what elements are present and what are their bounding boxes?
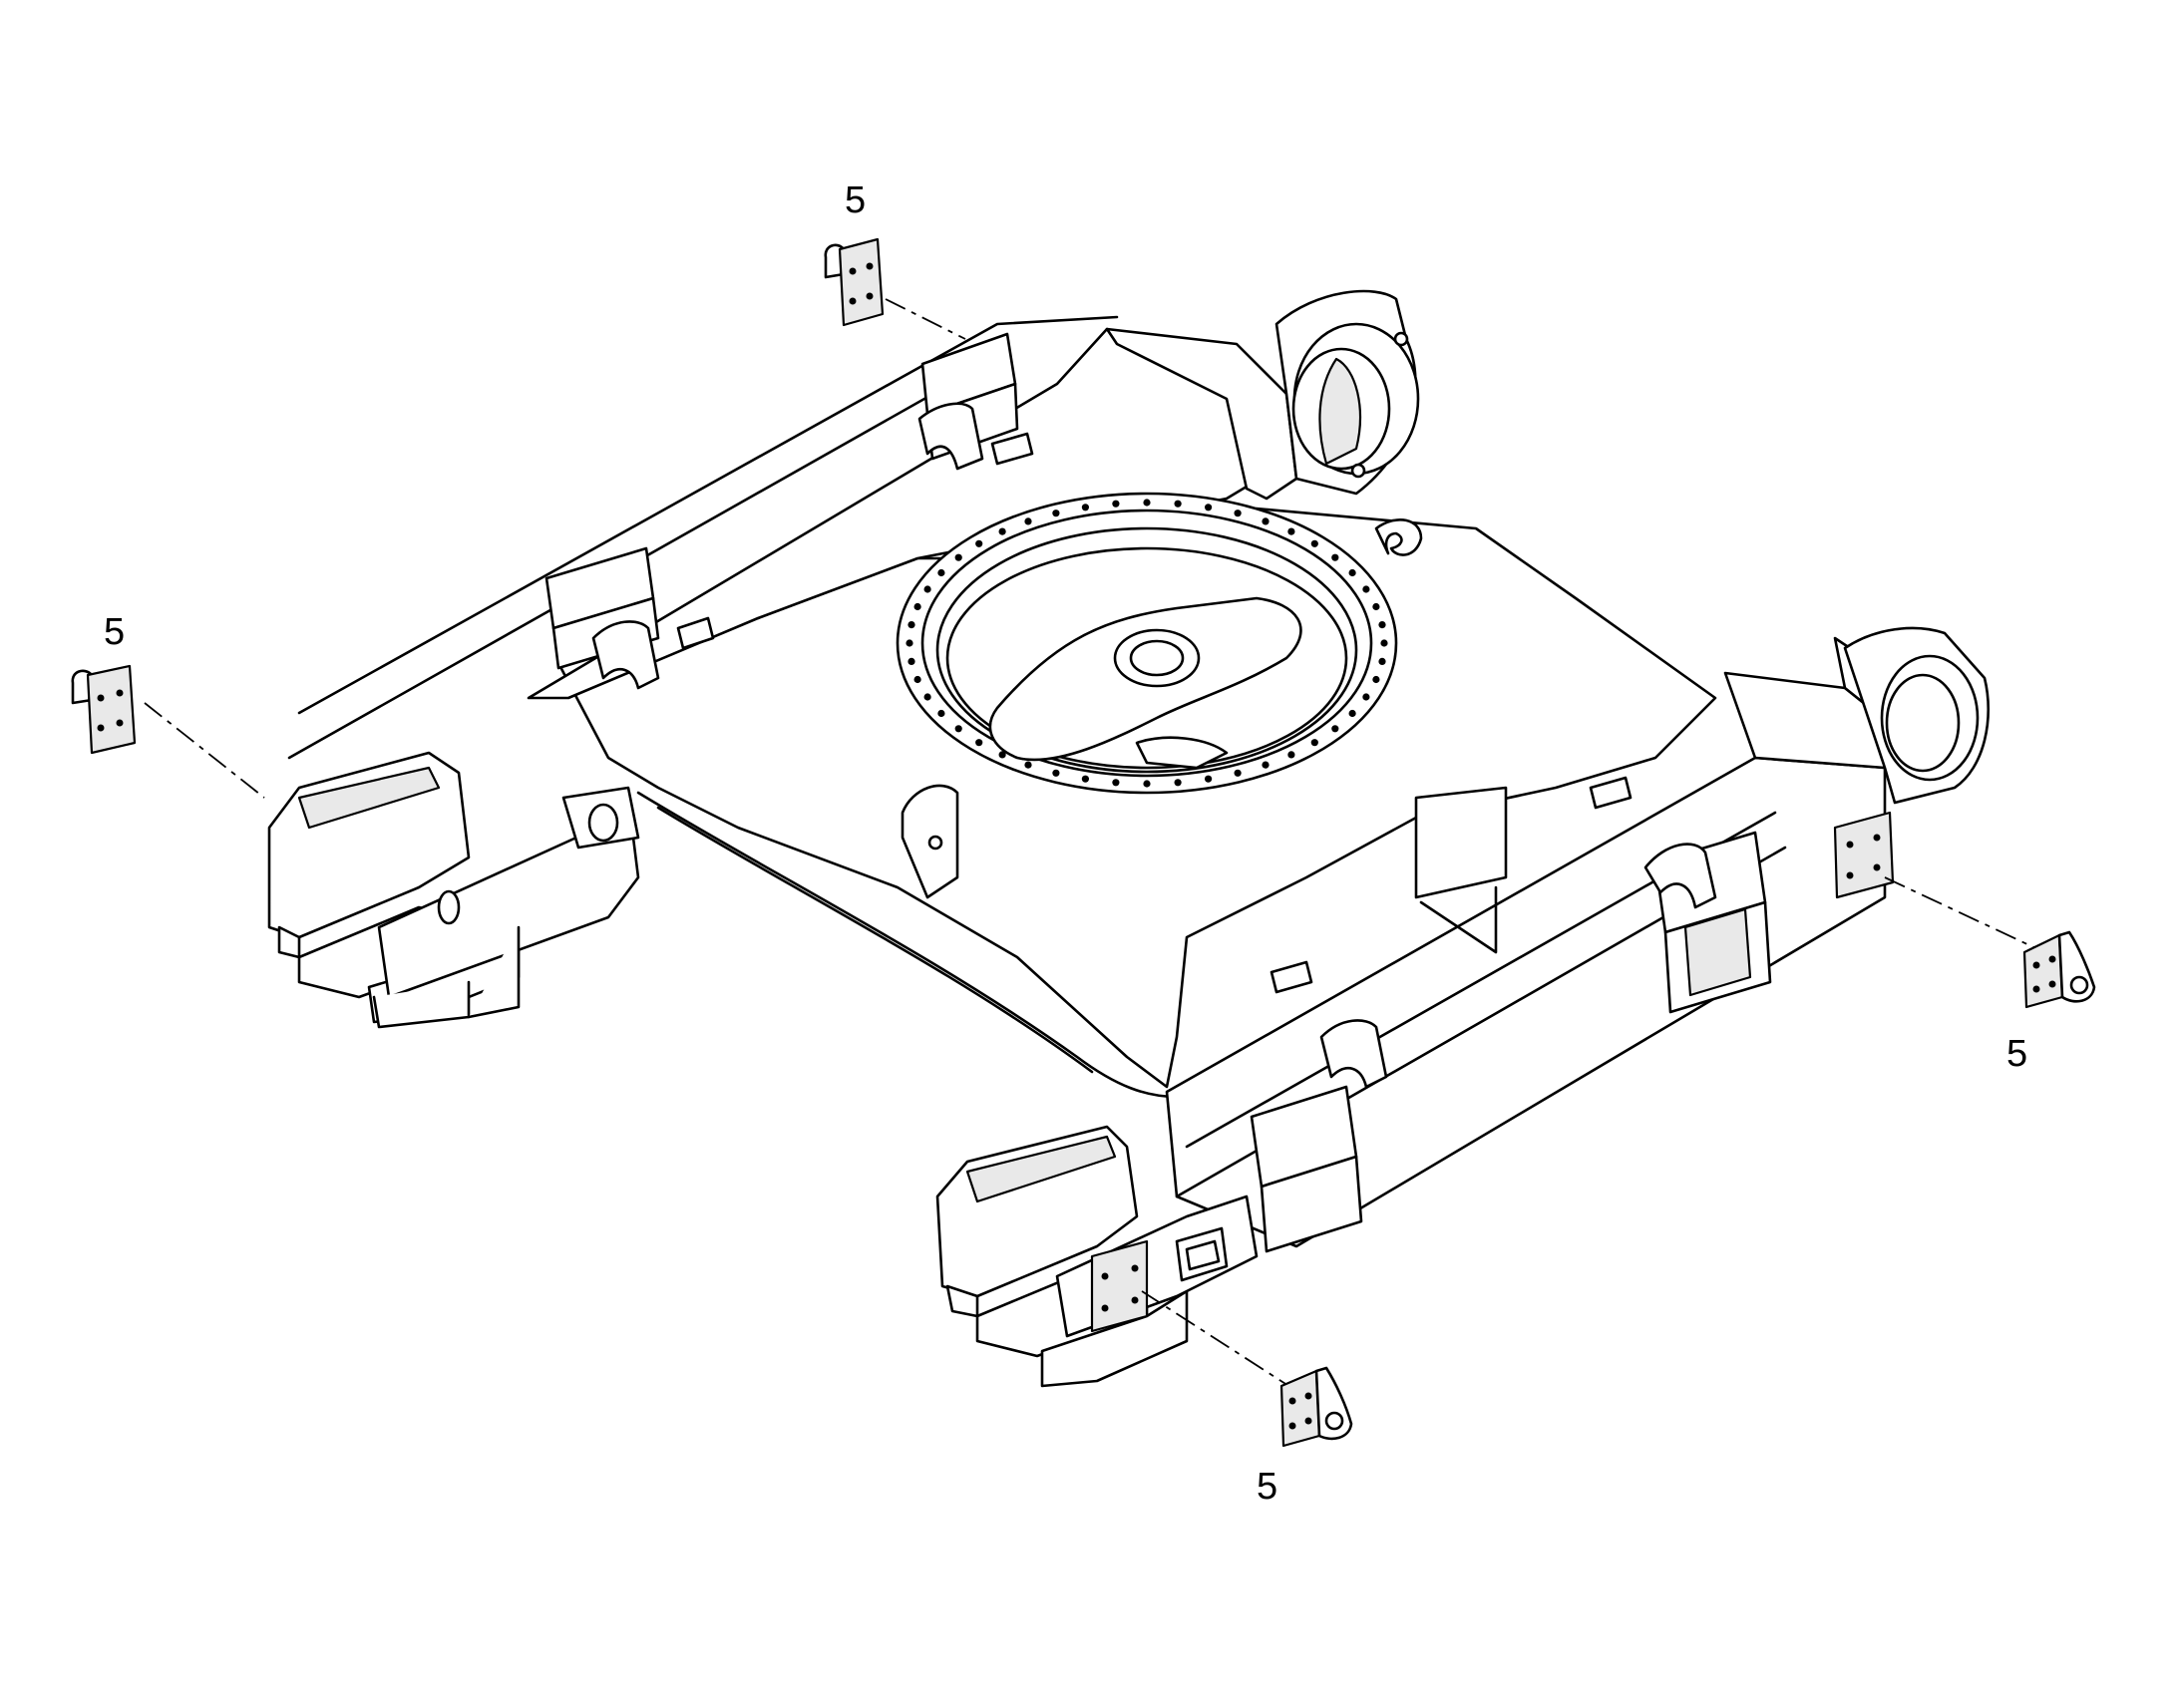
ring-bolt-hole xyxy=(923,585,931,593)
ring-bolt-hole xyxy=(1234,769,1242,777)
right-beam-mounting-plate xyxy=(1833,811,1895,899)
ring-bolt-hole xyxy=(1362,585,1370,593)
ring-bolt-hole xyxy=(1287,751,1295,759)
ring-bolt-hole xyxy=(1143,780,1151,788)
ring-bolt-hole xyxy=(937,568,945,577)
ring-bolt-hole xyxy=(1310,739,1318,747)
ring-bolt-hole xyxy=(1348,709,1356,718)
ring-bolt-holes xyxy=(906,499,1388,788)
callout-label-bottom: 5 xyxy=(1257,1466,1278,1508)
ring-bolt-hole xyxy=(906,639,913,647)
left-track-frame-end xyxy=(267,751,640,1029)
ring-bolt-hole xyxy=(1205,775,1213,783)
ring-bolt-hole xyxy=(1348,568,1356,577)
ring-bolt-hole xyxy=(1081,775,1089,783)
leader-lines xyxy=(144,298,2045,1392)
ring-bolt-hole xyxy=(954,725,962,733)
ring-bolt-hole xyxy=(1310,539,1318,547)
ring-bolt-hole xyxy=(1052,510,1060,517)
ring-bolt-hole xyxy=(1372,675,1380,684)
ring-bolt-hole xyxy=(1024,517,1032,525)
ring-bolt-hole xyxy=(1234,510,1242,517)
mounting-bracket-top xyxy=(824,237,885,327)
ring-bolt-hole xyxy=(1372,602,1380,611)
upper-right-bearing-housing xyxy=(1105,289,1420,501)
ring-bolt-hole xyxy=(913,602,921,611)
ring-bolt-hole xyxy=(913,675,921,684)
ring-bolt-hole xyxy=(1378,657,1386,666)
callout-label-top: 5 xyxy=(845,179,867,221)
ring-bolt-hole xyxy=(975,539,983,547)
mounting-bracket-left xyxy=(71,664,137,755)
right-end-bearing-housing xyxy=(1843,626,1991,805)
ring-bolt-hole xyxy=(1112,779,1120,787)
ring-bolt-hole xyxy=(1174,779,1182,787)
ring-bolt-hole xyxy=(1362,693,1370,701)
mounting-bracket-bottom xyxy=(1279,1366,1353,1448)
ring-bolt-hole xyxy=(1052,769,1060,777)
ring-bolt-hole xyxy=(1024,761,1032,769)
ring-bolt-hole xyxy=(1262,761,1270,769)
right-track-frame-end xyxy=(935,1125,1259,1388)
ring-bolt-hole xyxy=(1205,504,1213,512)
ring-bolt-hole xyxy=(954,553,962,561)
ring-bolt-hole xyxy=(1287,527,1295,535)
callout-label-left: 5 xyxy=(104,611,126,653)
ring-bolt-hole xyxy=(1380,639,1388,647)
callout-label-right: 5 xyxy=(2006,1033,2028,1075)
body-pads xyxy=(676,432,1633,994)
ring-bolt-hole xyxy=(937,709,945,718)
ring-bolt-hole xyxy=(975,739,983,747)
mounting-bracket-right xyxy=(2022,930,2096,1009)
ring-bolt-hole xyxy=(1331,553,1339,561)
ring-bolt-hole xyxy=(1081,504,1089,512)
ring-bolt-hole xyxy=(908,657,915,666)
ring-bolt-hole xyxy=(1112,500,1120,508)
ring-bolt-hole xyxy=(998,527,1006,535)
ring-bolt-hole xyxy=(923,693,931,701)
ring-bolt-hole xyxy=(1331,725,1339,733)
ring-bolt-hole xyxy=(998,751,1006,759)
ring-bolt-hole xyxy=(1143,499,1151,507)
track-guide-brackets xyxy=(545,332,1772,1253)
slewing-ring xyxy=(896,492,1423,795)
ring-bolt-hole xyxy=(1174,500,1182,508)
ring-bolt-hole xyxy=(908,621,915,629)
ring-bolt-hole xyxy=(1378,621,1386,629)
ring-bolt-hole xyxy=(1262,517,1270,525)
